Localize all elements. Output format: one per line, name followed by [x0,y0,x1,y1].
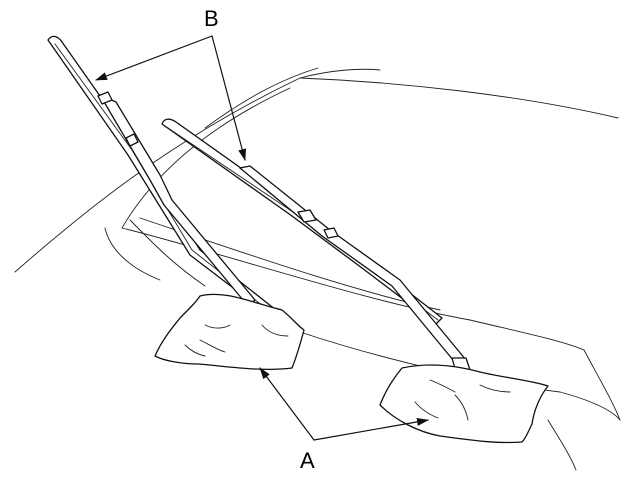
callout-b-label: B [204,6,219,31]
left-wiper-joint [125,133,139,147]
hood-side-line [547,419,577,471]
right-cloth-fold-3 [479,384,511,393]
right-edge-line [583,349,621,421]
callout-b-leaders [95,35,247,161]
left-cloth-shape [154,293,305,370]
callout-a-leader-left [259,367,315,441]
a-pillar-line [121,87,291,229]
right-cloth-fold-2 [454,394,469,421]
fender-line [559,391,621,421]
left-wiper-connector [97,91,113,105]
right-cloth [379,364,549,444]
roof-upper-line [204,67,319,129]
left-cloth [154,293,305,370]
windshield-top-edge [299,77,619,119]
cowl-inner-line [129,219,206,287]
right-cloth-fold-4 [414,401,439,419]
left-cloth-fold-3 [199,339,226,353]
right-wiper [161,118,471,373]
callout-b-leader-right [211,35,247,161]
callout-b-leader-left [95,35,213,81]
left-cloth-fold-2 [261,324,289,337]
right-cloth-fold-1 [429,379,456,393]
right-cloth-shape [379,364,549,444]
left-wiper-arm [99,94,256,307]
left-cloth-fold-4 [184,344,206,357]
callout-a-leader-right [313,417,429,441]
callout-a-label: A [300,448,315,473]
callout-a-leaders [259,367,429,441]
right-wiper-joint [323,227,339,239]
left-cloth-fold-1 [204,324,231,329]
right-wiper-connector [297,209,317,223]
cowl-line [104,227,161,281]
